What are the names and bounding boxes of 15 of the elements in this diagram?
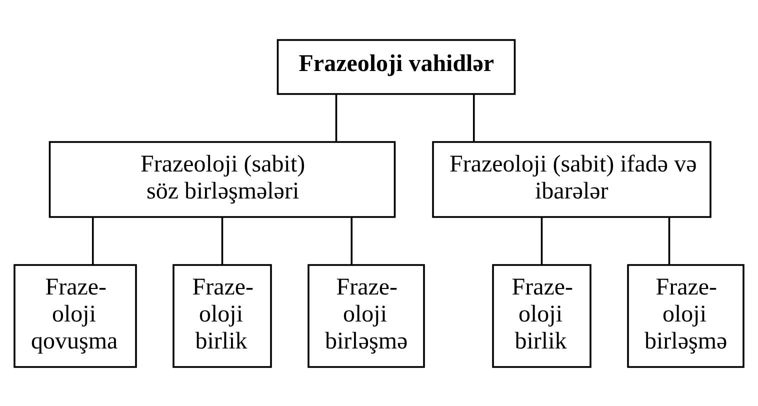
node-box: Fraze- oloji birləşmə	[308, 264, 425, 368]
connector	[472, 94, 475, 142]
connector	[221, 217, 224, 264]
connector	[540, 217, 543, 264]
node-box: Frazeoloji (sabit) söz birləşmələri	[48, 140, 396, 218]
node-box: Fraze- oloji birlik	[492, 264, 592, 368]
node-box: Frazeoloji (sabit) ifadə və ibarələr	[432, 140, 712, 218]
connector	[92, 217, 94, 264]
node-box: Fraze- oloji birləşmə	[627, 264, 744, 368]
connector	[668, 217, 670, 264]
connector	[350, 217, 353, 264]
node-box: Fraze- oloji birlik	[172, 264, 272, 368]
connector	[335, 94, 338, 142]
node-box: Frazeoloji vahidlər	[276, 38, 516, 94]
node-box: Fraze- oloji qovuşma	[14, 264, 137, 368]
